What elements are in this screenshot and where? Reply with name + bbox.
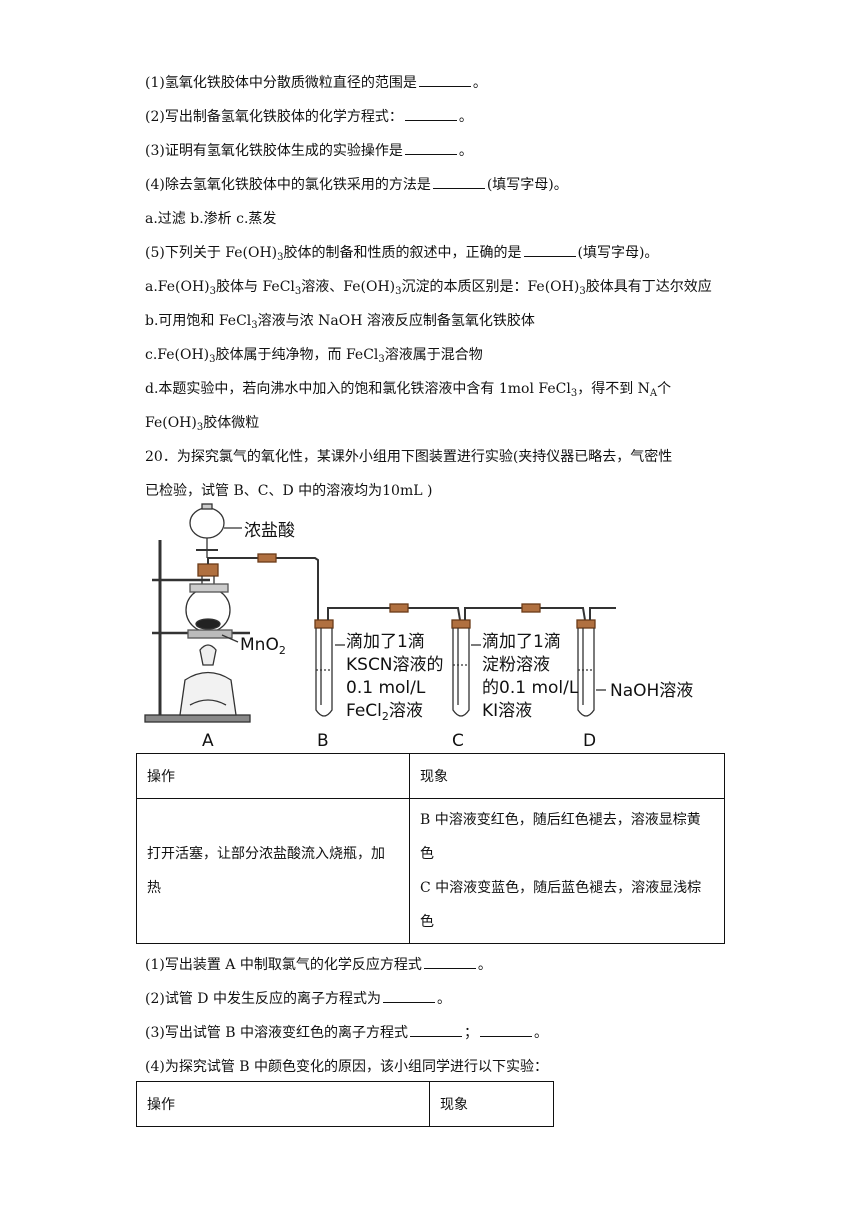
table-header-cell: 现象: [429, 1081, 554, 1127]
label-b-line4: FeCl2溶液: [346, 701, 423, 723]
q20-intro-cont: 已检验，试管 B、C、D 中的溶液均为10mL ): [145, 483, 433, 499]
label-letter-a: A: [202, 731, 214, 750]
q20-part2: (2)试管 D 中发生反应的离子方程式为。: [145, 990, 451, 1007]
q19-option-a: a.Fe(OH)3胶体与 FeCl3溶液、Fe(OH)3沉淀的本质区别是：Fe(…: [145, 279, 712, 297]
answer-blank[interactable]: [523, 244, 576, 257]
q19-option-b: b.可用饱和 FeCl3溶液与浓 NaOH 溶液反应制备氢氧化铁胶体: [145, 313, 535, 331]
mno2-solid: [195, 618, 221, 630]
table-header-cell: 操作: [136, 753, 410, 799]
label-d: NaOH溶液: [610, 681, 693, 701]
answer-blank[interactable]: [480, 1024, 533, 1037]
alcohol-lamp: [179, 671, 237, 716]
answer-blank[interactable]: [432, 176, 485, 189]
label-letter-b: B: [317, 731, 329, 750]
test-tube-d: [577, 628, 595, 717]
tube-a-b: [207, 557, 319, 620]
answer-blank[interactable]: [404, 142, 457, 155]
q19-option-d: d.本题实验中，若向沸水中加入的饱和氯化铁溶液中含有 1mol FeCl3，得不…: [145, 381, 672, 399]
q19-option-d-cont: Fe(OH)3胶体微粒: [145, 415, 260, 433]
q19-option-c: c.Fe(OH)3胶体属于纯净物，而 FeCl3溶液属于混合物: [145, 347, 483, 365]
table-header-cell: 操作: [136, 1081, 430, 1127]
table-row: 打开活塞，让部分浓盐酸流入烧瓶，加热 B 中溶液变红色，随后红色褪去，溶液显棕黄…: [136, 798, 725, 944]
label-hcl: 浓盐酸: [244, 521, 295, 541]
label-letter-d: D: [583, 731, 596, 750]
answer-blank[interactable]: [410, 1024, 463, 1037]
label-b-line1: 滴加了1滴: [346, 632, 425, 652]
label-mno2: MnO2: [240, 635, 286, 657]
answer-blank[interactable]: [382, 990, 435, 1003]
flame: [199, 644, 217, 666]
label-c-line1: 滴加了1滴: [482, 632, 561, 652]
label-letter-c: C: [452, 731, 464, 750]
table-header-cell: 现象: [409, 753, 725, 799]
stand-base: [144, 714, 251, 723]
separatory-funnel: [189, 507, 225, 539]
table-header-row: 操作 现象: [136, 1081, 554, 1127]
q20-part3: (3)写出试管 B 中溶液变红色的离子方程式；。: [145, 1024, 549, 1041]
observation-table: 操作 现象 打开活塞，让部分浓盐酸流入烧瓶，加热 B 中溶液变红色，随后红色褪去…: [136, 753, 725, 944]
apparatus-figure: 浓盐酸 MnO2 滴加了1滴 KSCN溶液的 0.1 mol/L FeCl2溶液…: [144, 503, 693, 750]
tube-d-exit: [589, 607, 616, 620]
test-tube-b: [315, 628, 333, 717]
label-c-line4: KI溶液: [482, 701, 532, 721]
q20-part1: (1)写出装置 A 中制取氯气的化学反应方程式。: [145, 956, 492, 973]
answer-blank[interactable]: [404, 108, 457, 121]
label-c-line2: 淀粉溶液: [482, 655, 550, 675]
answer-blank[interactable]: [418, 74, 471, 87]
label-b-line2: KSCN溶液的: [346, 655, 444, 675]
table-header-row: 操作 现象: [136, 753, 725, 799]
q19-part5: (5)下列关于 Fe(OH)3胶体的制备和性质的叙述中，正确的是(填写字母)。: [145, 244, 659, 263]
answer-blank[interactable]: [423, 956, 476, 969]
q20-intro: 20．为探究氯气的氧化性，某课外小组用下图装置进行实验(夹持仪器已略去，气密性: [145, 449, 673, 465]
q19-part4: (4)除去氢氧化铁胶体中的氯化铁采用的方法是(填写字母)。: [145, 176, 568, 193]
stopper: [197, 563, 219, 577]
experiment-table: 操作 现象: [136, 1081, 554, 1127]
table-cell-operation: 打开活塞，让部分浓盐酸流入烧瓶，加热: [136, 798, 410, 944]
q19-part1: (1)氢氧化铁胶体中分散质微粒直径的范围是。: [145, 74, 487, 91]
q20-part4: (4)为探究试管 B 中颜色变化的原因，该小组同学进行以下实验：: [145, 1059, 549, 1075]
q19-part2: (2)写出制备氢氧化铁胶体的化学方程式：。: [145, 108, 473, 125]
label-c-line3: 的0.1 mol/L: [482, 678, 579, 698]
label-b-line3: 0.1 mol/L: [346, 678, 426, 698]
q19-part4-options: a.过滤 b.渗析 c.蒸发: [145, 211, 277, 227]
test-tube-c: [452, 628, 470, 717]
q19-part3: (3)证明有氢氧化铁胶体生成的实验操作是。: [145, 142, 473, 159]
